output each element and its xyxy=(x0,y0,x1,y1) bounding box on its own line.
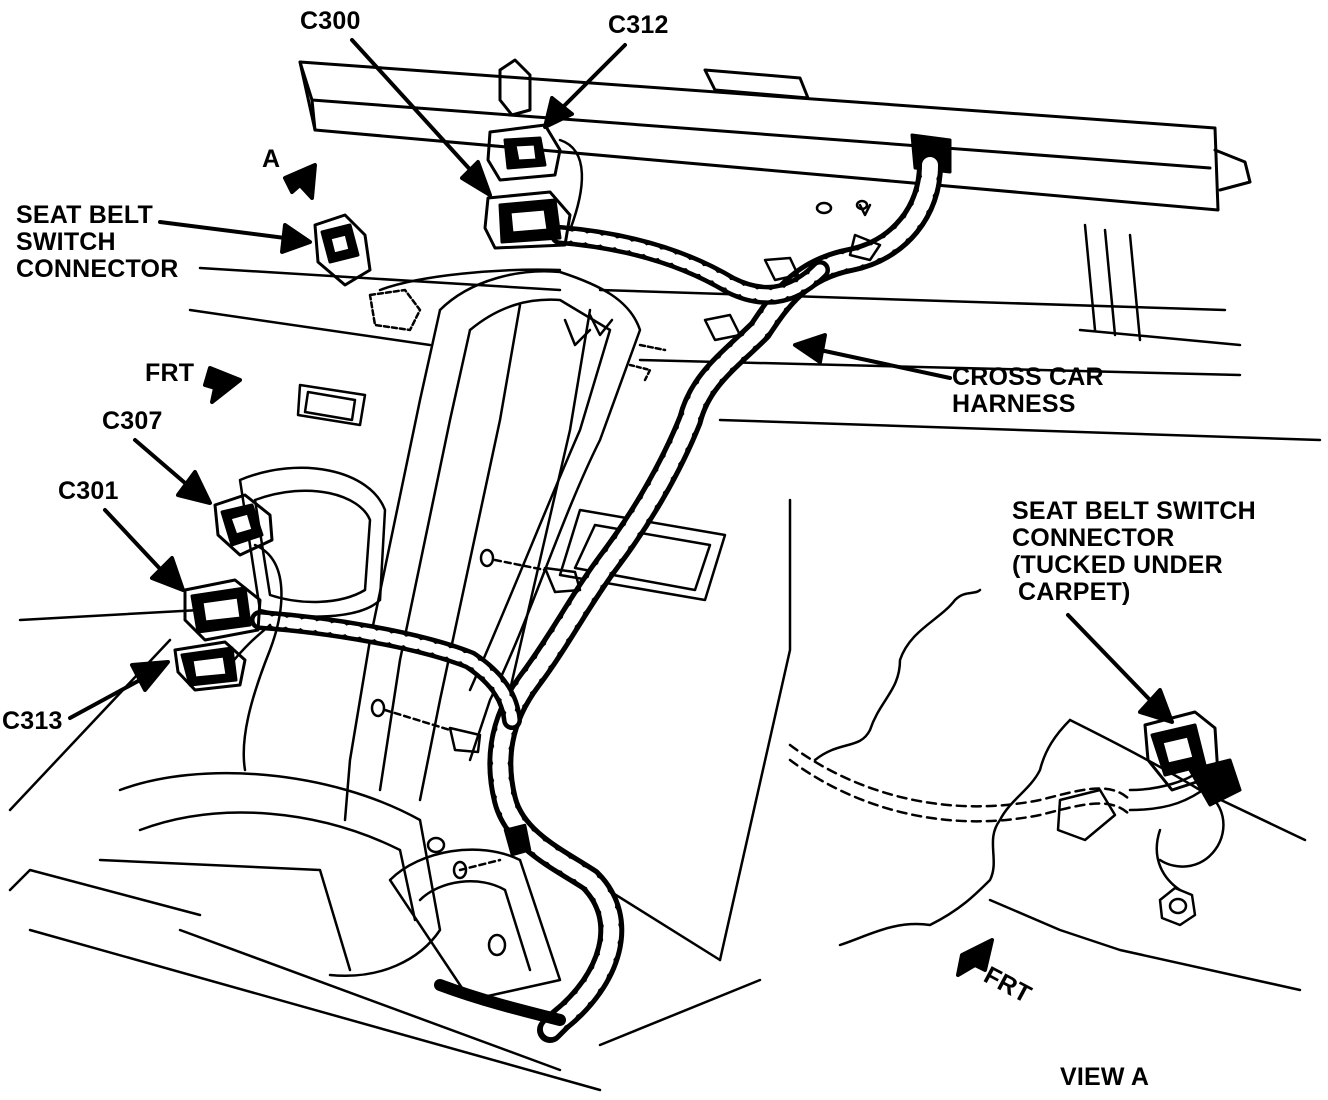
label-c313: C313 xyxy=(2,707,63,735)
label-seat-belt-switch-connector-tucked: SEAT BELT SWITCH CONNECTOR (TUCKED UNDER… xyxy=(1012,498,1256,606)
leader-arrows xyxy=(68,38,1174,977)
floor-pan xyxy=(8,223,1322,1092)
label-line: SWITCH xyxy=(16,228,116,256)
connector-c300 xyxy=(483,190,572,250)
rear-crossmember xyxy=(298,58,1252,212)
label-line: CROSS CAR xyxy=(952,363,1104,391)
connector-c312 xyxy=(486,123,562,182)
label-line: SEAT BELT xyxy=(16,201,153,229)
label-c307: C307 xyxy=(102,407,163,435)
connector-c313 xyxy=(173,640,247,692)
label-line: CONNECTOR xyxy=(1012,524,1175,552)
label-line: CARPET) xyxy=(1018,578,1131,606)
connector-c307 xyxy=(213,493,274,557)
label-view-a-title: VIEW A xyxy=(1060,1063,1150,1091)
harness-clips xyxy=(368,199,882,880)
connector-seat-belt-left xyxy=(313,213,372,287)
label-c301: C301 xyxy=(58,477,119,505)
label-c300: C300 xyxy=(300,7,361,35)
cross-car-harness xyxy=(228,138,943,1043)
label-frt-left: FRT xyxy=(145,359,195,387)
view-a-detail xyxy=(788,588,1307,992)
label-line: CONNECTOR xyxy=(16,255,179,283)
connector-c301 xyxy=(183,578,262,642)
label-line: SEAT BELT SWITCH xyxy=(1012,497,1256,525)
label-seat-belt-switch-connector: SEAT BELT SWITCH CONNECTOR xyxy=(16,202,178,283)
label-line: (TUCKED UNDER xyxy=(1012,551,1223,579)
label-line: HARNESS xyxy=(952,390,1076,418)
connector-seat-belt-view-a xyxy=(1143,710,1242,807)
label-view-a-marker: A xyxy=(262,145,281,173)
label-cross-car-harness: CROSS CAR HARNESS xyxy=(952,364,1104,418)
label-c312: C312 xyxy=(608,11,669,39)
